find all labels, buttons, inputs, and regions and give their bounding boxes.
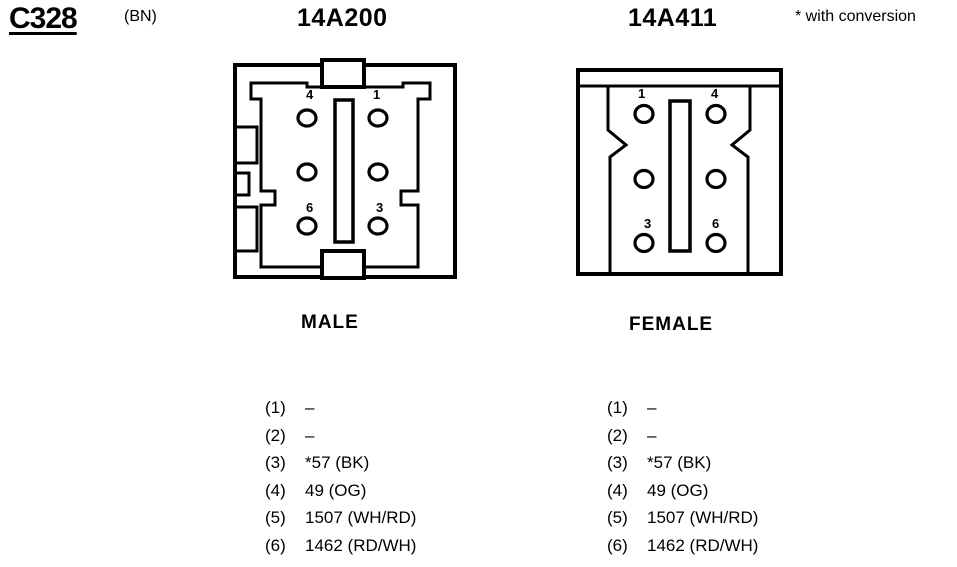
conversion-note: * with conversion (795, 8, 916, 25)
connector-color-code: (BN) (124, 8, 157, 25)
male-label: MALE (301, 312, 359, 333)
male-pin-5 (296, 162, 318, 182)
pin-number: (5) (607, 508, 628, 528)
list-item: (3) *57 (BK) (265, 449, 416, 477)
female-part-number: 14A411 (628, 4, 718, 32)
pin-number: (2) (607, 425, 628, 445)
pin-circuit: – (305, 425, 315, 445)
connector-id: C328 (9, 2, 78, 35)
male-pin-4 (296, 108, 318, 128)
female-pin-label-4: 4 (711, 86, 719, 101)
list-item: (4) 49 (OG) (607, 477, 758, 505)
pin-number: (3) (607, 453, 628, 473)
pin-circuit: 1507 (WH/RD) (647, 508, 759, 528)
list-item: (6) 1462 (RD/WH) (265, 532, 416, 560)
list-item: (5) 1507 (WH/RD) (607, 504, 758, 532)
female-pin-4 (705, 103, 727, 125)
list-item: (2)– (265, 422, 416, 450)
pin-number: (6) (607, 535, 628, 555)
pin-circuit: 1507 (WH/RD) (305, 508, 417, 528)
male-pin-3 (367, 216, 389, 236)
list-item: (1)– (607, 394, 758, 422)
female-pin-label-1: 1 (638, 86, 645, 101)
female-pin-2 (633, 168, 655, 190)
male-pin-label-4: 4 (306, 87, 314, 102)
list-item: (4) 49 (OG) (265, 477, 416, 505)
pin-number: (4) (607, 480, 628, 500)
pin-circuit: – (647, 425, 657, 445)
pin-number: (6) (265, 535, 286, 555)
male-pin-2 (367, 162, 389, 182)
pin-circuit: 49 (OG) (647, 480, 709, 500)
female-pin-1 (633, 103, 655, 125)
pin-number: (2) (265, 425, 286, 445)
pin-circuit: 49 (OG) (305, 480, 367, 500)
female-pin-3 (633, 232, 655, 254)
male-pin-label-1: 1 (373, 87, 380, 102)
female-label: FEMALE (629, 314, 714, 335)
pin-circuit: – (647, 398, 657, 417)
female-connector-face: 1 4 3 6 (576, 68, 783, 276)
male-pin-list: (1)– (2)– (3) *57 (BK) (4) 49 (OG) (5) 1507… (265, 394, 416, 560)
male-pin-label-3: 3 (376, 200, 383, 215)
pin-circuit: 1462 (RD/WH) (305, 535, 417, 555)
male-pin-label-6: 6 (306, 200, 313, 215)
male-connector-face: 4 1 6 3 (233, 58, 457, 280)
list-item: (5) 1507 (WH/RD) (265, 504, 416, 532)
pin-circuit: – (305, 398, 315, 417)
list-item: (2)– (607, 422, 758, 450)
list-item: (6) 1462 (RD/WH) (607, 532, 758, 560)
pin-circuit: 1462 (RD/WH) (647, 535, 759, 555)
female-pin-label-6: 6 (712, 216, 719, 231)
female-pin-6 (705, 232, 727, 254)
pin-number: (5) (265, 508, 286, 528)
pin-number: (1) (607, 398, 628, 417)
female-pin-5 (705, 168, 727, 190)
male-pin-6 (296, 216, 318, 236)
female-pin-list: (1)– (2)– (3) *57 (BK) (4) 49 (OG) (5) 1507… (607, 394, 758, 560)
pin-circuit: *57 (BK) (647, 453, 712, 473)
list-item: (1)– (265, 394, 416, 422)
male-part-number: 14A200 (297, 4, 388, 32)
list-item: (3) *57 (BK) (607, 449, 758, 477)
pin-circuit: *57 (BK) (305, 453, 370, 473)
pin-number: (3) (265, 453, 286, 473)
pin-number: (4) (265, 480, 286, 500)
pin-number: (1) (265, 398, 286, 417)
female-pin-label-3: 3 (644, 216, 651, 231)
male-pin-1 (367, 108, 389, 128)
